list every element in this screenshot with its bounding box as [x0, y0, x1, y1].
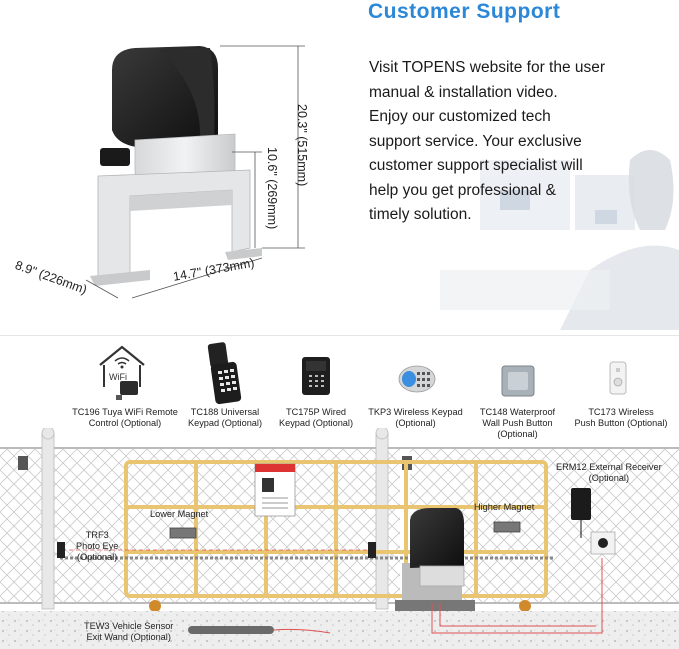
vehicle-sensor-wand	[188, 626, 274, 634]
gate-opener-motor	[395, 508, 475, 612]
support-line: support service. Your exclusive	[369, 132, 582, 150]
support-line: manual & installation video.	[369, 83, 558, 101]
support-line: timely solution.	[369, 206, 472, 223]
wireless-keypad-icon	[398, 365, 436, 393]
wireless-push-button-icon	[609, 361, 627, 395]
support-line: help you get professional &	[369, 181, 556, 199]
universal-keypad-icon	[207, 342, 242, 405]
support-line: Visit TOPENS website for the user	[369, 59, 606, 76]
support-background-illustration	[440, 150, 679, 330]
higher-magnet-label: Higher Magnet	[474, 502, 535, 512]
support-line: Enjoy our customized tech	[369, 108, 551, 125]
fence-post	[375, 432, 389, 610]
fence-post	[41, 432, 55, 610]
dimension-height-base: 10.6" (269mm)	[265, 147, 279, 230]
wall-push-button-icon	[501, 365, 535, 397]
support-line: customer support specialist will	[369, 157, 583, 174]
higher-magnet	[493, 521, 521, 533]
accessory-label-wireless-keypad: TKP3 Wireless Keypad(Optional)	[368, 407, 463, 428]
page-title: Customer Support	[368, 0, 561, 23]
external-receiver-label: ERM12 External Receiver(Optional)	[556, 462, 662, 483]
ground	[0, 611, 679, 649]
support-description: Visit TOPENS website for the user manual…	[369, 56, 669, 228]
fence-left	[0, 448, 400, 603]
dimension-height-total: 20.3" (515mm)	[295, 104, 309, 187]
lower-magnet	[169, 527, 197, 539]
wired-keypad-icon	[302, 357, 330, 395]
wifi-remote-icon	[99, 345, 145, 400]
wifi-text: WiFi	[109, 372, 127, 382]
installation-scene	[0, 428, 679, 649]
gate-opener-dimension-diagram	[85, 45, 305, 299]
lower-magnet-label: Lower Magnet	[150, 509, 209, 519]
section-divider	[0, 335, 679, 336]
external-receiver	[571, 488, 591, 520]
